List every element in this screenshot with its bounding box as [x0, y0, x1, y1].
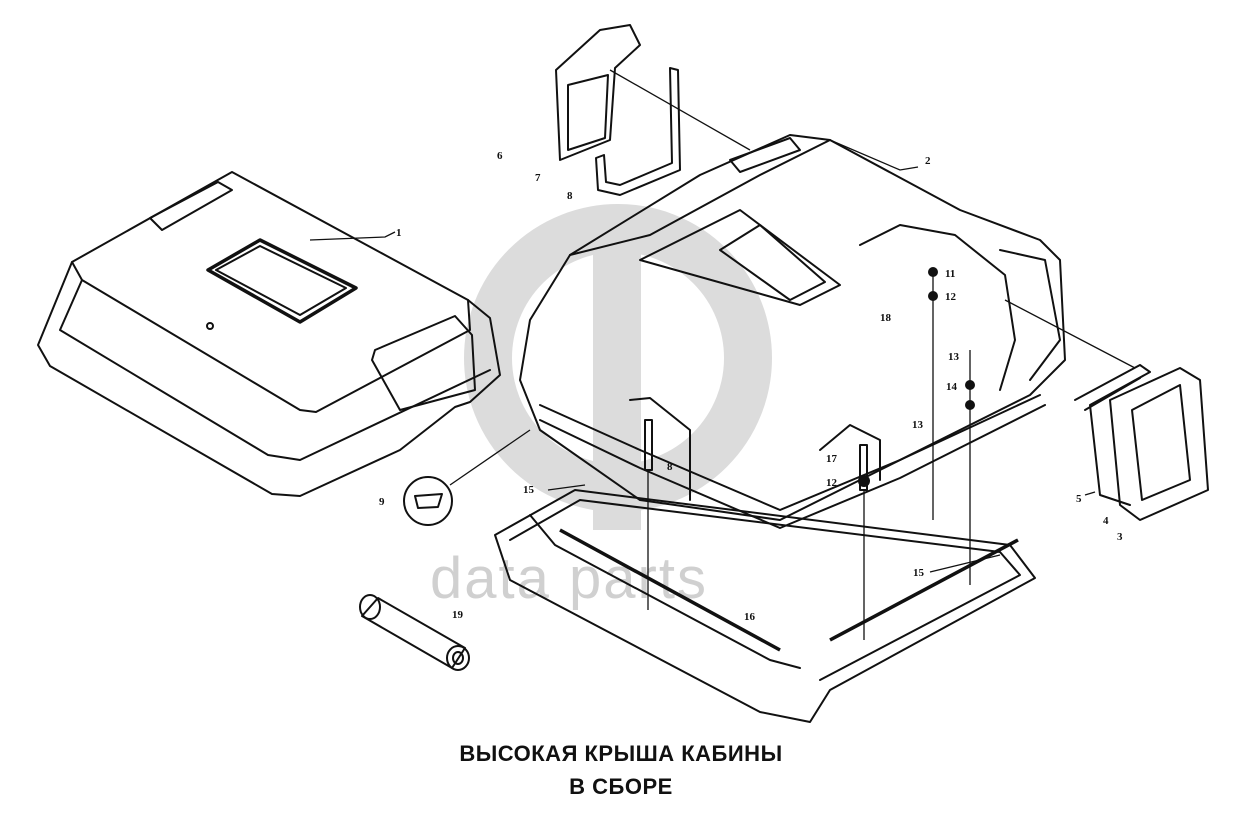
callout-14: 14: [946, 381, 958, 393]
callout-3: 3: [1117, 531, 1123, 543]
callout-9: 9: [379, 496, 385, 508]
part-2-high-roof-assembly: [519, 134, 1066, 529]
callout-2: 2: [925, 155, 931, 167]
callout-1: 1: [396, 227, 402, 239]
callout-19: 19: [452, 609, 464, 621]
callout-15-left: 15: [523, 484, 535, 496]
part-19-tube: [359, 594, 470, 671]
callout-8-fastener: 8: [667, 461, 673, 473]
base-frame: [494, 489, 1036, 723]
part-6-top-window: [555, 24, 681, 196]
fasteners: [644, 267, 975, 640]
part-1-roof-panel: [37, 171, 501, 497]
watermark-text: data parts: [430, 546, 708, 611]
callout-11: 11: [945, 268, 955, 280]
callout-15-right: 15: [913, 567, 925, 579]
callout-5: 5: [1076, 493, 1082, 505]
watermark-logo: data parts: [430, 204, 772, 611]
callout-labels: 1 2 3 4 5 6 7 8 8 9 11 12 12 13 13 14 15…: [379, 150, 1123, 623]
caption-line-1: ВЫСОКАЯ КРЫША КАБИНЫ: [459, 741, 783, 766]
callout-13-upper: 13: [948, 351, 960, 363]
callout-6: 6: [497, 150, 503, 162]
part-9-gasket-detail: [403, 429, 531, 526]
callout-12-top: 12: [945, 291, 957, 303]
callout-16: 16: [744, 611, 756, 623]
callout-18: 18: [880, 312, 892, 324]
callout-17: 17: [826, 453, 838, 465]
callout-7: 7: [535, 172, 541, 184]
caption-line-2: В СБОРЕ: [569, 774, 673, 799]
callout-13-lower: 13: [912, 419, 924, 431]
leader-lines: [309, 69, 1136, 573]
callout-8-top: 8: [567, 190, 573, 202]
callout-4: 4: [1103, 515, 1109, 527]
part-3-side-window: [1074, 364, 1209, 521]
callout-12-left: 12: [826, 477, 838, 489]
